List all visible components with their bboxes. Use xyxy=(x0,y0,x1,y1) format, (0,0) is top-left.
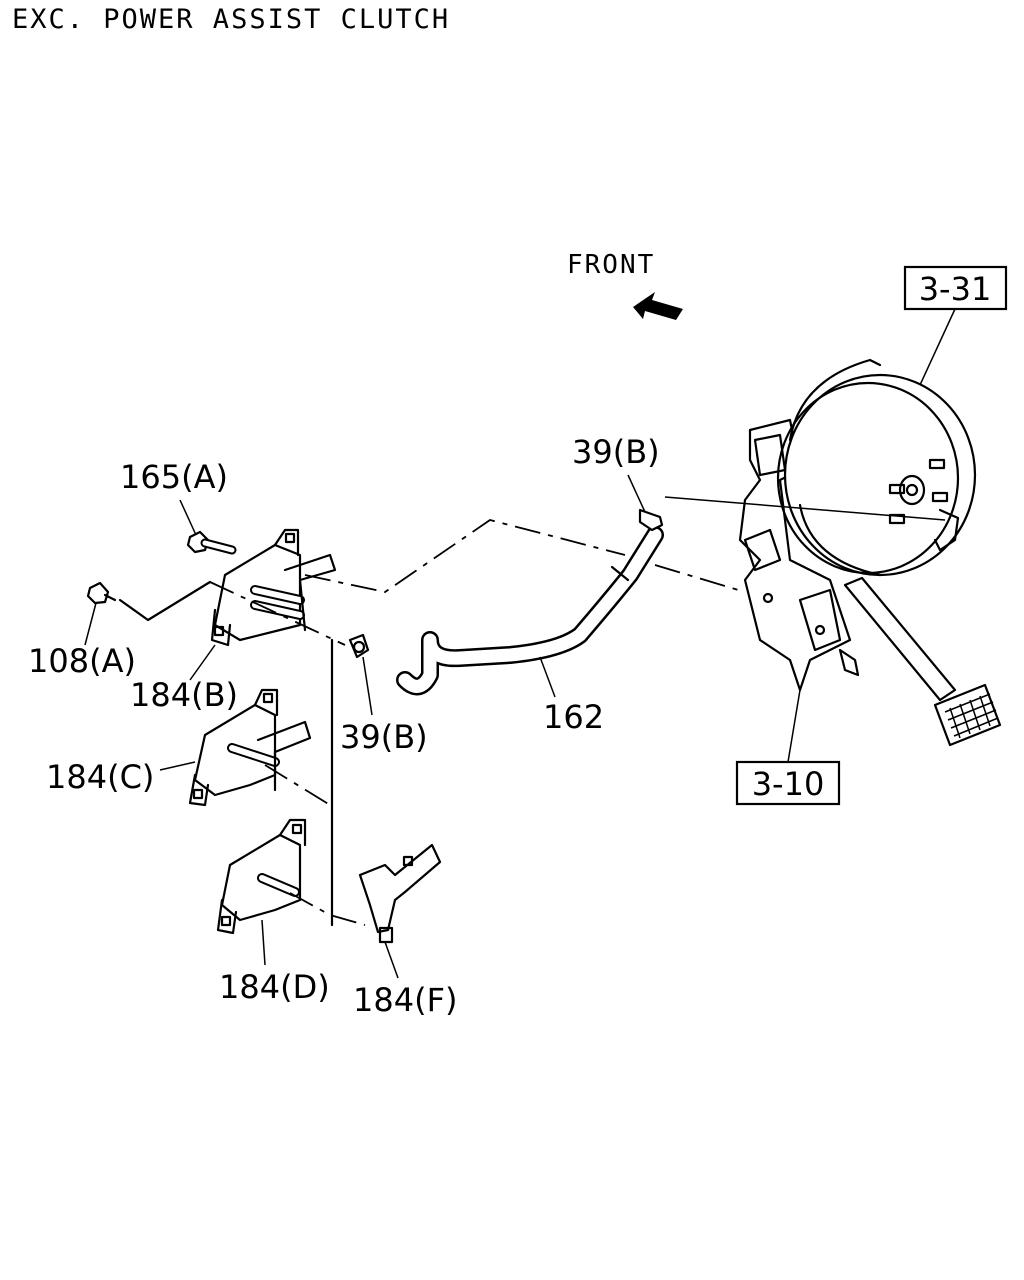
leader-booster xyxy=(919,308,956,386)
bracket-184b xyxy=(210,528,337,647)
callout-184d[interactable]: 184(D) xyxy=(219,968,330,1006)
stud-bolts xyxy=(888,458,949,525)
reference-box-pedal[interactable]: 3-10 xyxy=(735,760,841,806)
hose-clip-lower xyxy=(348,633,370,659)
bracket-184c xyxy=(188,688,312,807)
callout-184b[interactable]: 184(B) xyxy=(130,676,238,714)
reference-pedal-label: 3-10 xyxy=(752,765,825,803)
front-label: FRONT xyxy=(567,250,655,280)
diagram-title: EXC. POWER ASSIST CLUTCH xyxy=(12,4,451,35)
hose-clip-upper xyxy=(638,508,664,532)
callout-leaders xyxy=(84,474,646,979)
bolt-165a xyxy=(186,530,237,555)
callout-108a[interactable]: 108(A) xyxy=(28,642,136,680)
hose-162 xyxy=(396,526,664,696)
alignment-lines xyxy=(118,496,946,927)
reference-box-booster[interactable]: 3-31 xyxy=(903,265,1008,311)
bracket-184f xyxy=(358,843,442,944)
bolt-108a xyxy=(86,581,117,605)
reference-booster-label: 3-31 xyxy=(919,270,992,308)
callout-39b-upper[interactable]: 39(B) xyxy=(572,433,660,471)
booster-drum xyxy=(776,358,977,577)
clutch-pedal xyxy=(843,576,1002,747)
callout-184c[interactable]: 184(C) xyxy=(46,758,154,796)
callout-39b-lower[interactable]: 39(B) xyxy=(340,718,428,756)
pedal-pad-grip xyxy=(944,693,999,739)
pedal-bracket-assembly xyxy=(738,418,860,692)
front-arrow-icon xyxy=(633,292,683,320)
leader-pedal xyxy=(787,689,801,763)
callout-184f[interactable]: 184(F) xyxy=(353,981,457,1019)
bracket-184d xyxy=(216,818,307,935)
callout-165a[interactable]: 165(A) xyxy=(120,458,228,496)
callout-162[interactable]: 162 xyxy=(543,698,604,736)
